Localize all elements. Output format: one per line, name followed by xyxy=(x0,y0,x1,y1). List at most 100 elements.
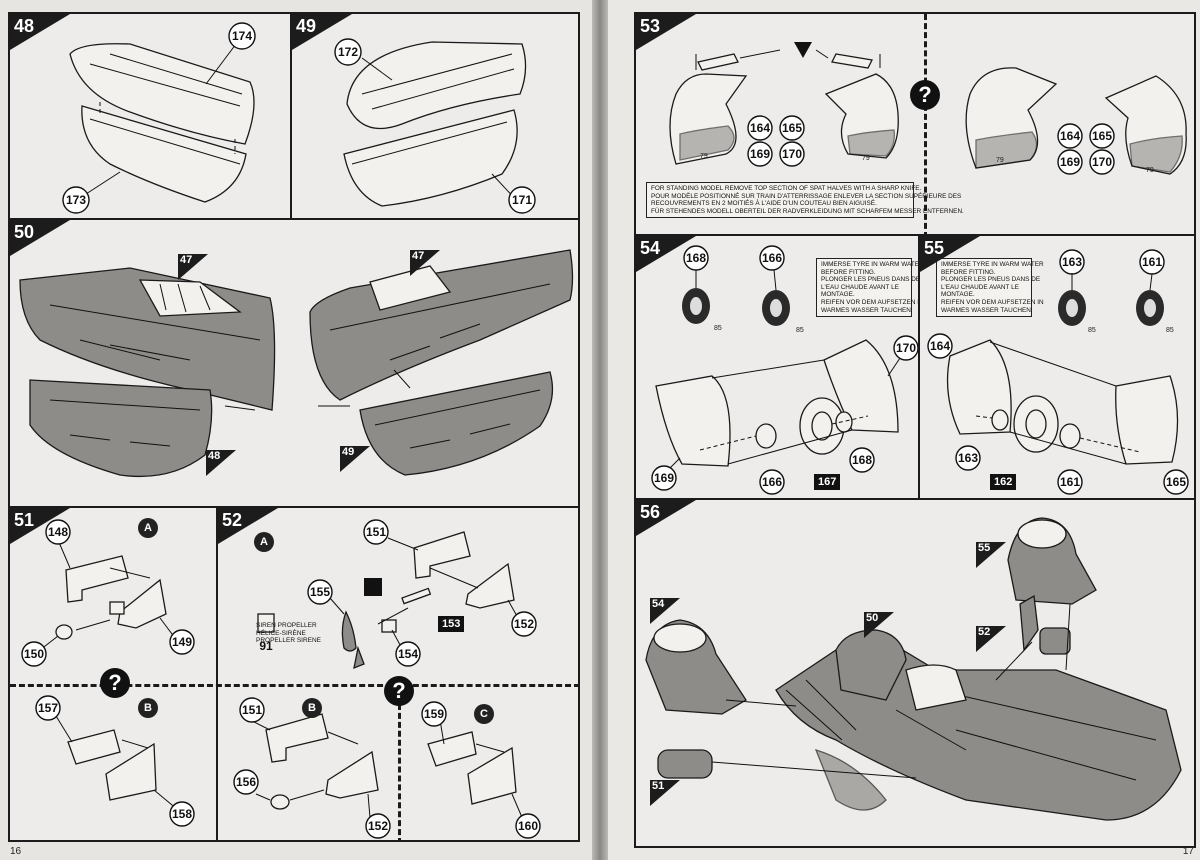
svg-text:174: 174 xyxy=(232,29,252,43)
svg-text:156: 156 xyxy=(236,775,256,789)
svg-text:152: 152 xyxy=(368,819,388,833)
part-153-shaft xyxy=(401,587,432,605)
part-151-exhaust-a xyxy=(413,531,471,579)
callout-153-boxed: 153 xyxy=(438,616,465,632)
svg-text:151: 151 xyxy=(242,703,262,717)
part-170-spat-half xyxy=(823,339,899,433)
step-49-panel: 49 172 171 xyxy=(290,12,580,220)
callout-154: 154 xyxy=(395,641,421,667)
svg-text:154: 154 xyxy=(398,647,418,661)
option-divider-horizontal xyxy=(10,684,580,687)
tyre-55 xyxy=(1017,519,1067,549)
step-55-panel: 55 85 85 163 161 164 163 161 165 162 IMM… xyxy=(918,234,1196,500)
step-52-number: 52 xyxy=(222,510,243,530)
callout-172: 172 xyxy=(334,38,362,66)
tyre-161 xyxy=(1136,290,1164,326)
black-paint-square xyxy=(364,578,382,596)
step-53-note: FOR STANDING MODEL REMOVE TOP SECTION OF… xyxy=(646,182,964,219)
callout-164: 164 xyxy=(927,333,953,359)
part-173-lower-cowl xyxy=(81,105,247,203)
page-gutter xyxy=(592,0,608,860)
part-160-cover xyxy=(467,746,517,805)
step-49-number: 49 xyxy=(296,16,317,36)
svg-text:169: 169 xyxy=(654,471,674,485)
callout-163-bottom: 163 xyxy=(955,445,981,471)
svg-text:169: 169 xyxy=(750,147,770,161)
svg-text:150: 150 xyxy=(24,647,44,661)
right-page: 53 79 79 164 169 165 170 79 79 164 xyxy=(608,0,1200,860)
callout-155: 155 xyxy=(307,579,333,605)
step-55-number: 55 xyxy=(924,238,945,258)
step-52-option-c: C xyxy=(474,704,494,724)
step-56-number: 56 xyxy=(640,502,661,522)
siren-propeller-label: SIREN PROPELLER HÉLICE-SIRÈNE PROPELLER … xyxy=(256,622,322,644)
tyre-163 xyxy=(1058,290,1086,326)
svg-text:170: 170 xyxy=(896,341,916,355)
callout-152-b: 152 xyxy=(365,813,391,839)
callout-174: 174 xyxy=(228,22,256,50)
question-icon-left: ? xyxy=(100,668,130,698)
svg-text:149: 149 xyxy=(172,635,192,649)
svg-text:170: 170 xyxy=(782,147,802,161)
svg-text:170: 170 xyxy=(1092,155,1112,169)
svg-text:172: 172 xyxy=(338,45,358,59)
part-165-spat-half xyxy=(1115,375,1179,465)
cowl-assembly-49 xyxy=(359,371,554,476)
step-52-drawing: 151 155 152 154 91 151 156 152 159 xyxy=(233,519,541,839)
callout-149: 149 xyxy=(169,629,195,655)
step-50-drawing xyxy=(19,249,574,478)
callout-157: 157 xyxy=(35,695,61,721)
callout-173: 173 xyxy=(62,186,90,214)
callout-161-top: 161 xyxy=(1139,249,1165,275)
step-54-number: 54 xyxy=(640,238,661,258)
step-54-panel: 54 85 85 168 166 170 169 166 168 167 IMM… xyxy=(634,234,920,500)
svg-text:163: 163 xyxy=(1062,255,1082,269)
svg-text:168: 168 xyxy=(686,251,706,265)
part-148-exhaust xyxy=(65,555,129,603)
callout-169: 169 xyxy=(651,465,677,491)
paint-code-91: 91 xyxy=(259,639,273,653)
step-56-panel: 56 55 54 50 52 51 xyxy=(634,498,1196,848)
step-48-panel: 48 174 173 xyxy=(8,12,292,220)
svg-text:169: 169 xyxy=(1060,155,1080,169)
svg-text:165: 165 xyxy=(1166,475,1186,489)
svg-text:79: 79 xyxy=(1146,167,1154,174)
step-50-panel: 50 47 47 48 49 xyxy=(8,218,580,508)
svg-text:151: 151 xyxy=(366,525,386,539)
svg-text:160: 160 xyxy=(518,819,538,833)
part-149-exhaust xyxy=(117,578,167,629)
svg-text:164: 164 xyxy=(930,339,950,353)
page-number-right: 17 xyxy=(1182,846,1194,857)
svg-text:164: 164 xyxy=(1060,129,1080,143)
part-171-lower-cowl xyxy=(343,109,518,207)
step-48-number: 48 xyxy=(14,16,35,36)
step-53-number: 53 xyxy=(640,16,661,36)
svg-text:171: 171 xyxy=(512,193,532,207)
svg-text:161: 161 xyxy=(1142,255,1162,269)
callout-161-bottom: 161 xyxy=(1057,469,1083,495)
question-icon-center: ? xyxy=(384,676,414,706)
callout-165-b: 165 xyxy=(1089,123,1115,149)
part-154-spinner xyxy=(381,619,397,633)
part-164-spat-half xyxy=(946,339,1012,435)
step-51-option-a: A xyxy=(138,518,158,538)
svg-text:165: 165 xyxy=(1092,129,1112,143)
callout-165-a: 165 xyxy=(779,115,805,141)
svg-text:85: 85 xyxy=(714,325,722,332)
callout-150: 150 xyxy=(21,641,47,667)
part-157-exhaust xyxy=(67,729,121,765)
step-51-number: 51 xyxy=(14,510,35,530)
step-49-drawing: 172 171 xyxy=(334,38,536,214)
svg-text:148: 148 xyxy=(48,525,68,539)
cowl-assembly-48 xyxy=(29,379,213,478)
spat-half-left xyxy=(655,375,731,467)
exhaust-stub xyxy=(109,601,125,615)
callout-165: 165 xyxy=(1163,469,1189,495)
svg-text:85: 85 xyxy=(1166,327,1174,334)
step-55-drawing: 85 85 163 161 164 163 161 165 xyxy=(927,249,1189,495)
callout-171: 171 xyxy=(508,186,536,214)
svg-text:79: 79 xyxy=(700,153,708,160)
hub-166 xyxy=(755,423,777,449)
